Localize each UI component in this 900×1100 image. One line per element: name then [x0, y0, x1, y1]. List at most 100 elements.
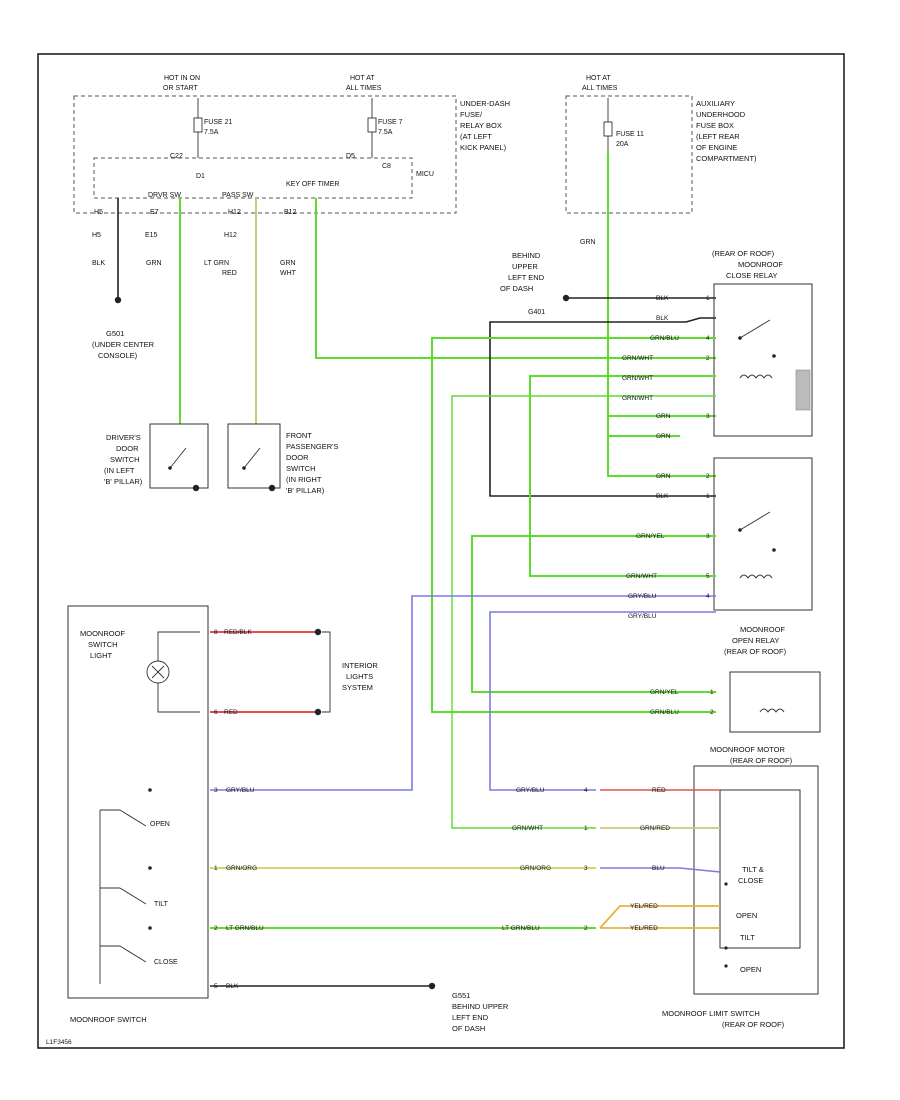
r-blk-3: BLK	[656, 493, 669, 500]
pin-d1: D1	[196, 173, 205, 180]
wire-grn-fuse11	[607, 150, 716, 477]
moonroof-motor-label: MOONROOF MOTOR (REAR OF ROOF)	[710, 745, 793, 765]
sw-open-label: OPEN	[150, 821, 170, 828]
open-relay-box	[729, 671, 821, 733]
wire-grn-wht-motor	[451, 395, 716, 829]
lower-relay-nc	[772, 548, 776, 552]
fuse7-symbol	[367, 117, 377, 133]
r-grn-1: GRN	[656, 413, 671, 420]
switch-open-terminal	[148, 788, 152, 792]
m-pin-1: 1	[584, 825, 588, 832]
pin-p5: 5	[706, 573, 710, 580]
r-grn-wht-2: GRN/WHT	[622, 375, 653, 382]
pass-door-switch-box	[227, 423, 281, 489]
wire-grn-right-label: GRN	[580, 239, 596, 246]
switch-tilt-contact	[119, 887, 147, 905]
drivers-door-switch-label: DRIVER'S DOOR SWITCH (IN LEFT 'B' PILLAR…	[104, 433, 143, 486]
open-relay-coil	[759, 708, 785, 713]
wire-grn-blu-close-open	[431, 337, 716, 713]
o-grn-blu: GRN/BLU	[650, 709, 679, 716]
pin-p4: 4	[706, 593, 710, 600]
m-red: RED	[652, 787, 666, 794]
r-grn-wht-1: GRN/WHT	[622, 355, 653, 362]
underdash-fuse-box-label: UNDER-DASH FUSE/ RELAY BOX (AT LEFT KICK…	[460, 99, 512, 152]
wire-gry-blu-motor	[489, 611, 716, 791]
close-relay-diode	[795, 369, 811, 411]
limit-terminal-3	[724, 964, 728, 968]
wire-grn-label: GRN	[146, 260, 162, 267]
underdash-fuse-box	[73, 95, 457, 214]
r-gry-blu-2: GRY/BLU	[628, 613, 657, 620]
r-blk-2: BLK	[656, 315, 669, 322]
aux-fuse-box-label: AUXILIARY UNDERHOOD FUSE BOX (LEFT REAR …	[696, 99, 757, 163]
m-gry-blu: GRY/BLU	[516, 787, 545, 794]
sw-close-label: CLOSE	[154, 959, 178, 966]
sw-pin-8: 8	[214, 629, 218, 636]
moonroof-switch-box	[67, 605, 209, 999]
sw-lt-grn-blu: LT GRN/BLU	[226, 925, 264, 932]
r-grn-2: GRN	[656, 433, 671, 440]
pin-pass-sw: PASS SW	[222, 192, 254, 199]
lower-relay-pivot	[738, 528, 742, 532]
drivers-door-switch-box	[149, 423, 209, 489]
r-grn-blu-1: GRN/BLU	[650, 335, 679, 342]
g551-label: G551 BEHIND UPPER LEFT END OF DASH	[452, 991, 510, 1033]
g501-label: G501 (UNDER CENTER CONSOLE)	[92, 329, 156, 360]
m-grn-org: GRN/ORG	[520, 865, 551, 872]
sw-red: RED	[224, 709, 238, 716]
wire-blu-limit	[600, 867, 721, 873]
pin-b12: B12	[284, 209, 297, 216]
sw-pin-2: 2	[214, 925, 218, 932]
o-grn-yel: GRN/YEL	[650, 689, 679, 696]
switch-tilt-terminal	[148, 926, 152, 930]
aux-fuse-box	[565, 95, 693, 214]
switch-mid-terminal	[148, 866, 152, 870]
pin-c8: C8	[382, 163, 391, 170]
moonroof-limit-switch-box	[719, 789, 801, 949]
switch-close-contact	[119, 945, 147, 963]
r-grn-3: GRN	[656, 473, 671, 480]
g551-ground	[428, 982, 436, 990]
moonroof-switch-label: MOONROOF SWITCH	[70, 1015, 147, 1024]
pin-c4: 4	[706, 335, 710, 342]
pin-key-off-timer: KEY OFF TIMER	[286, 181, 339, 188]
pin-o2: 2	[710, 709, 714, 716]
limit-tilt: TILT	[740, 933, 755, 942]
wire-blk-loop	[489, 317, 716, 497]
sw-tilt-label: TILT	[154, 901, 169, 908]
limit-open-2: OPEN	[740, 965, 761, 974]
g501-ground	[114, 296, 122, 304]
diagram-frame	[37, 53, 845, 1049]
limit-open-1: OPEN	[736, 911, 757, 920]
m-yel-red-1: YEL/RED	[630, 903, 658, 910]
m-grn-wht: GRN/WHT	[512, 825, 543, 832]
wire-grn-wht-relay-coils	[529, 375, 716, 577]
switch-light-label: MOONROOF SWITCH LIGHT	[80, 629, 127, 660]
close-relay-label: (REAR OF ROOF) MOONROOF CLOSE RELAY	[712, 249, 785, 280]
m-pin-4: 4	[584, 787, 588, 794]
m-yel-red-2: YEL/RED	[630, 925, 658, 932]
open-relay-label: MOONROOF OPEN RELAY (REAR OF ROOF)	[724, 625, 787, 656]
sw-pin-3: 3	[214, 787, 218, 794]
m-grn-red: GRN/RED	[640, 825, 670, 832]
lower-relay-coil	[739, 574, 773, 579]
m-lt-grn-blu: LT GRN/BLU	[502, 925, 540, 932]
pin-c2: 2	[706, 355, 710, 362]
pin-h5: H5	[94, 209, 103, 216]
sw-pin-5: 5	[214, 983, 218, 990]
red-terminal	[314, 708, 322, 716]
r-blk-1: BLK	[656, 295, 669, 302]
wire-e15-label: E15	[145, 232, 158, 239]
pin-h12: H12	[228, 209, 241, 216]
bulb-filament-2	[151, 665, 165, 679]
pass-door-switch-pivot	[242, 466, 246, 470]
close-relay-contact-pivot	[738, 336, 742, 340]
close-relay-box	[713, 283, 813, 437]
pin-p3: 3	[706, 533, 710, 540]
pin-p1: 1	[706, 493, 710, 500]
